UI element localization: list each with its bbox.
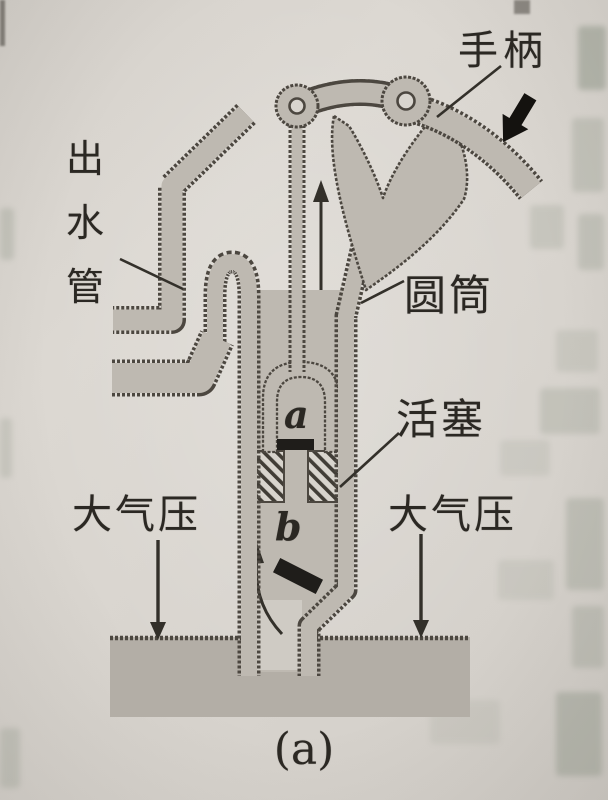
spout xyxy=(112,331,231,393)
piston-leader-line xyxy=(339,432,400,488)
page-bleedthrough xyxy=(0,208,14,260)
page-bleedthrough xyxy=(572,118,604,192)
page-bleedthrough xyxy=(566,498,604,590)
page-bleedthrough xyxy=(572,606,604,668)
pressure-arrowhead-right xyxy=(413,620,429,638)
atm-pressure-label-left: 大气压 xyxy=(72,492,201,538)
push-force-arrow xyxy=(502,93,537,143)
outlet-pipe xyxy=(113,106,254,331)
page-bleedthrough xyxy=(540,388,600,434)
suction-pipe-interior xyxy=(256,600,302,670)
page-bleedthrough xyxy=(578,214,604,270)
piston-label: 活塞 xyxy=(396,395,487,444)
valve-a xyxy=(277,439,314,450)
cylinder-left-wall xyxy=(207,254,257,676)
cylinder-label: 圆筒 xyxy=(404,271,495,320)
pivot-hole-left xyxy=(288,97,306,115)
atm-pressure-label-right: 大气压 xyxy=(388,492,517,538)
valve-b xyxy=(272,557,324,595)
page-bleedthrough xyxy=(556,692,602,776)
outlet-pipe-leader-line xyxy=(119,257,184,291)
page-bleedthrough xyxy=(556,330,598,372)
piston-motion-arrowhead xyxy=(313,180,329,202)
valve-a-label: a xyxy=(284,392,309,437)
handle-label: 手柄 xyxy=(458,28,548,74)
page-edge-mark xyxy=(514,0,530,14)
page-bleedthrough xyxy=(0,728,20,788)
page-edge-mark xyxy=(0,0,5,46)
page-bleedthrough xyxy=(0,418,12,478)
handle-leader-line xyxy=(436,64,502,119)
page-bleedthrough xyxy=(530,205,564,249)
cylinder-right-wall xyxy=(301,244,370,676)
fulcrum-bracket xyxy=(330,108,469,292)
page-bleedthrough xyxy=(498,560,554,600)
page-bleedthrough xyxy=(500,440,550,476)
figure-caption: (a) xyxy=(273,724,335,775)
outlet-pipe-label: 出水管 xyxy=(65,137,104,309)
cylinder-leader-line xyxy=(360,279,405,305)
valve-b-label: b xyxy=(275,504,302,549)
pivot-hole-right xyxy=(396,91,416,111)
pressure-arrowhead-left xyxy=(150,622,166,640)
page-bleedthrough xyxy=(578,26,606,90)
